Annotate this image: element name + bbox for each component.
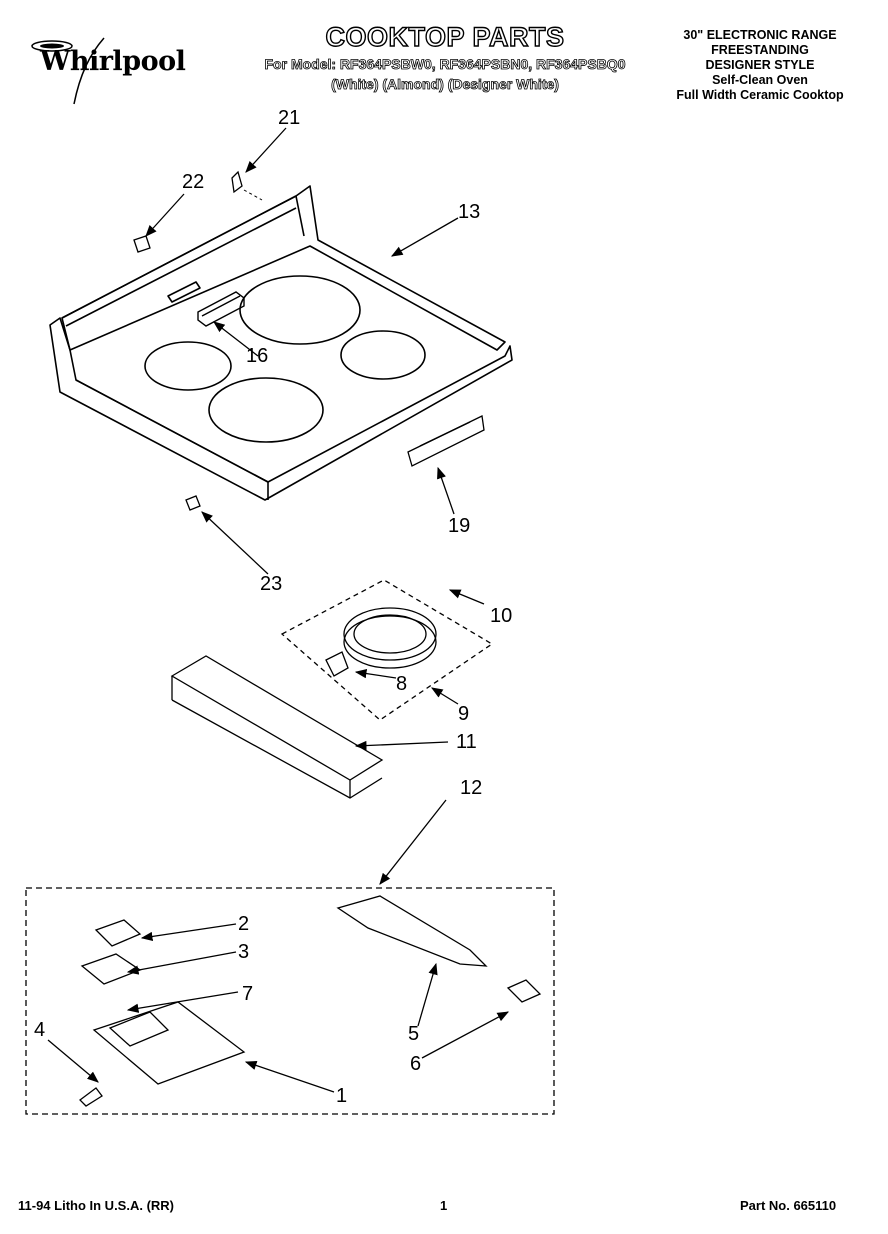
callout-12: 12 [460,777,482,799]
element-assembly [280,579,494,721]
control-window [197,291,245,327]
callout-9: 9 [458,703,469,725]
callout-8: 8 [396,673,407,695]
callout-19: 19 [448,515,470,537]
cooktop-glass [49,185,513,501]
callout-13: 13 [458,201,480,223]
whirlpool-logo [31,37,105,105]
info-line: DESIGNER STYLE [705,58,815,72]
product-info: 30" ELECTRONIC RANGE FREESTANDING DESIGN… [660,28,860,103]
callout-11: 11 [456,731,477,753]
callout-21: 21 [278,107,300,129]
callout-5: 5 [408,1023,419,1045]
page-title: COOKTOP PARTS [325,21,565,52]
callout-3: 3 [238,941,249,963]
support-bracket [170,655,384,799]
leader-dashed [243,189,263,201]
bracket-22 [133,235,151,253]
info-line: 30" ELECTRONIC RANGE [683,28,837,42]
info-line: Full Width Ceramic Cooktop [676,88,844,102]
model-colors: (White) (Almond) (Designer White) [331,76,560,93]
part-number: Part No. 665110 [740,1198,837,1213]
callout-7: 7 [242,983,253,1005]
model-numbers: For Model: RF364PSBW0, RF364PSBN0, RF364… [264,56,626,73]
callout-6: 6 [410,1053,421,1075]
shield-4 [79,1087,103,1107]
page-number: 1 [440,1198,448,1213]
callout-16: 16 [246,345,268,367]
trim-piece-19 [407,415,485,467]
info-line: FREESTANDING [711,43,809,57]
bracket-21 [231,170,243,194]
switch-2 [94,919,142,947]
callout-4: 4 [34,1019,45,1041]
callout-23: 23 [260,573,282,595]
footer-print-info: 11-94 Litho In U.S.A. (RR) [18,1198,175,1213]
clip-23 [185,495,201,511]
callout-10: 10 [490,605,512,627]
callout-1: 1 [336,1085,347,1107]
info-line: Self-Clean Oven [712,73,808,87]
sensor-5 [336,895,488,967]
brand-name: Whirlpool [40,46,186,77]
leader-lines [47,127,510,1093]
connector-6 [506,979,542,1003]
mounting-plate-7 [92,1001,246,1085]
callout-2: 2 [238,913,249,935]
parts-kit-box [25,887,555,1115]
callout-22: 22 [182,171,204,193]
insulator-3 [80,953,142,985]
